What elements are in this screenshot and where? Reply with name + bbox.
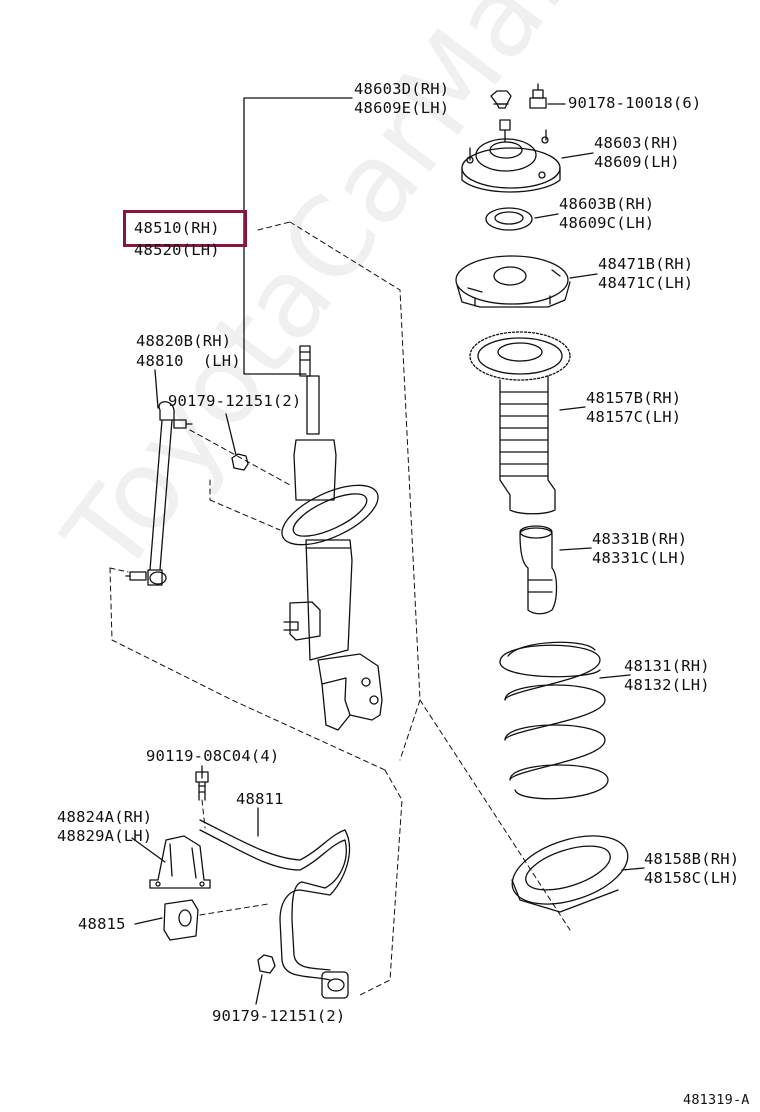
highlight-box: [123, 210, 247, 247]
label-48331c: 48331C(LH): [592, 549, 688, 567]
lower-insulator: [511, 835, 629, 913]
label-48824a: 48824A(RH): [57, 808, 153, 826]
bearing-ring: [485, 207, 533, 231]
label-48157c: 48157C(LH): [586, 408, 682, 426]
diagram-id: 481319-A: [683, 1092, 750, 1108]
dashed-lines: [109, 221, 571, 996]
label-48609c: 48609C(LH): [559, 214, 655, 232]
label-48471c: 48471C(LH): [598, 274, 694, 292]
link-nut-lower: [257, 954, 276, 974]
stabilizer-bushing: [163, 899, 199, 941]
coil-spring: [499, 641, 609, 800]
label-90119: 90119-08C04(4): [146, 747, 280, 765]
label-48471b: 48471B(RH): [598, 255, 694, 273]
label-48331b: 48331B(RH): [592, 530, 688, 548]
label-48603b: 48603B(RH): [559, 195, 655, 213]
label-48609e: 48609E(LH): [354, 99, 450, 117]
label-48603: 48603(RH): [594, 134, 680, 152]
link-nut-upper: [231, 453, 249, 471]
label-48157b: 48157B(RH): [586, 389, 682, 407]
label-90178: 90178-10018(6): [568, 94, 702, 112]
label-48520: 48520(LH): [134, 241, 220, 259]
label-48829a: 48829A(LH): [57, 827, 153, 845]
label-48510[interactable]: 48510(RH): [134, 219, 220, 237]
dust-boot: [469, 331, 571, 515]
label-48603d: 48603D(RH): [354, 80, 450, 98]
stabilizer-bar: [199, 819, 350, 999]
label-48609: 48609(LH): [594, 153, 680, 171]
shock-absorber: [281, 345, 383, 731]
top-nut: [490, 90, 512, 109]
bracket-bolt: [195, 771, 209, 801]
upper-spring-seat: [455, 255, 571, 308]
bump-stopper: [519, 525, 558, 615]
label-48815: 48815: [78, 915, 126, 933]
stabilizer-bracket: [149, 835, 211, 889]
label-48158c: 48158C(LH): [644, 869, 740, 887]
label-48131: 48131(RH): [624, 657, 710, 675]
stud-bolt: [529, 83, 547, 109]
label-48810: 48810 (LH): [136, 352, 241, 370]
support-assembly: [461, 119, 561, 193]
label-90179-lower: 90179-12151(2): [212, 1007, 346, 1025]
label-48820b: 48820B(RH): [136, 332, 232, 350]
label-48158b: 48158B(RH): [644, 850, 740, 868]
label-90179-upper: 90179-12151(2): [168, 392, 302, 410]
label-48811: 48811: [236, 790, 284, 808]
stabilizer-link: [125, 401, 193, 586]
label-48132: 48132(LH): [624, 676, 710, 694]
